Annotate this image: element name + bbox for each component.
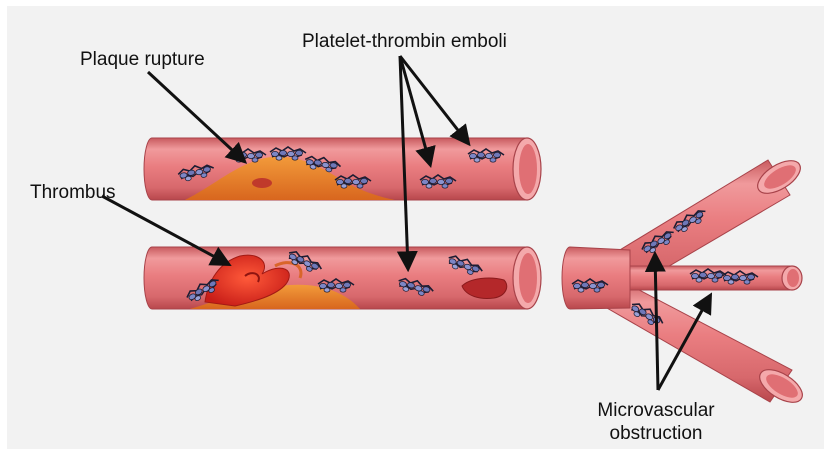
top-vessel (144, 138, 541, 200)
label-plaque-rupture: Plaque rupture (80, 49, 205, 71)
plaque-rupture-site (252, 178, 272, 188)
leader-arrows (102, 56, 710, 390)
bottom-vessel (144, 247, 541, 309)
label-thrombus: Thrombus (30, 182, 116, 204)
arrow-emboli-top-right (400, 56, 468, 143)
branching-vessel (562, 154, 808, 409)
label-platelet-thrombin-emboli: Platelet-thrombin emboli (302, 31, 507, 53)
label-microvascular-obstruction: Microvascular obstruction (581, 399, 731, 445)
